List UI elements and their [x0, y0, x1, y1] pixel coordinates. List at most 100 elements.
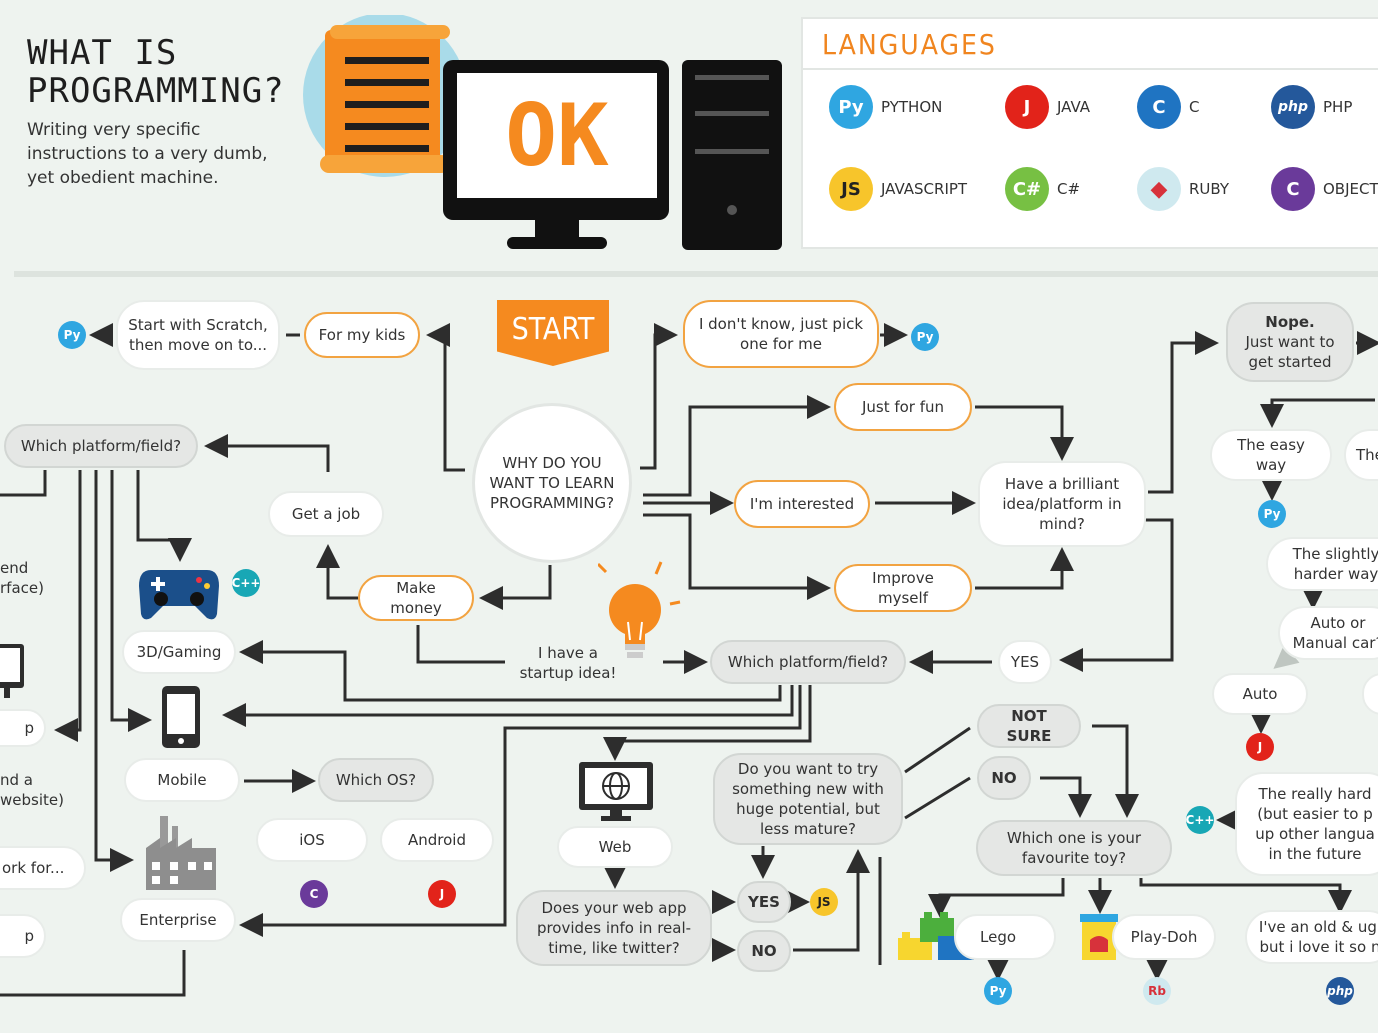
desktop-monitor-icon — [0, 644, 24, 698]
node-playdoh: Play-Doh — [1112, 914, 1216, 960]
node-yes-right: YES — [998, 640, 1052, 684]
language-ruby: ◆ RUBY — [1137, 167, 1229, 211]
scroll-roll-bottom — [320, 155, 450, 173]
node-p-cut: p — [0, 709, 46, 747]
factory-icon — [146, 816, 216, 890]
node-which-os: Which OS? — [318, 758, 434, 802]
node-start-with-scratch: Start with Scratch, then move on to... — [116, 300, 280, 370]
page-subtitle: Writing very specific instructions to a … — [27, 120, 268, 188]
playdoh-icon — [1080, 914, 1118, 960]
smartphone-icon — [162, 686, 200, 748]
title-line-1: WHAT IS — [27, 33, 178, 73]
c-icon: C — [1137, 85, 1181, 129]
python-icon: Py — [911, 323, 939, 351]
node-old-ugly: I've an old & ugl but i love it so n — [1245, 910, 1378, 964]
node-no-web: NO — [737, 930, 791, 972]
node-nope: Nope. Just want to get started — [1226, 302, 1354, 382]
node-p-cut-2: p — [0, 914, 46, 958]
language-csharp: C# C# — [1005, 167, 1080, 211]
php-icon: php — [1326, 977, 1354, 1005]
php-icon: php — [1271, 85, 1315, 129]
python-icon: Py — [829, 85, 873, 129]
node-which-platform-mid: Which platform/field? — [710, 640, 906, 684]
objective-c-icon: C — [1271, 167, 1315, 211]
language-label: JAVASCRIPT — [881, 180, 968, 198]
scroll-text-lines — [345, 57, 429, 152]
cpp-icon: C++ — [1186, 806, 1214, 834]
node-mobile: Mobile — [124, 758, 240, 802]
java-icon: J — [1005, 85, 1049, 129]
node-3d-gaming: 3D/Gaming — [122, 630, 236, 674]
lightbulb-icon — [598, 561, 681, 658]
language-c: C C — [1137, 85, 1199, 129]
monitor-ok-text: OK — [505, 86, 609, 186]
language-label: C# — [1057, 180, 1081, 198]
monitor-neck — [535, 220, 579, 240]
language-objective-c: C OBJECTI — [1271, 167, 1378, 211]
node-no-right: NO — [977, 756, 1031, 800]
center-question-node: WHY DO YOU WANT TO LEARN PROGRAMMING? — [472, 403, 632, 563]
c-icon: C — [300, 880, 328, 908]
language-label: OBJECTI — [1323, 180, 1378, 198]
start-banner: START — [497, 300, 609, 366]
node-web: Web — [557, 826, 673, 868]
ruby-icon: Rb — [1143, 977, 1171, 1005]
title-line-2: PROGRAMMING? — [27, 71, 285, 111]
javascript-icon: JS — [829, 167, 873, 211]
web-monitor-icon — [579, 762, 653, 821]
language-label: PYTHON — [881, 98, 943, 116]
node-just-for-fun: Just for fun — [834, 383, 972, 431]
node-the-cut: The — [1344, 429, 1378, 481]
node-for-my-kids: For my kids — [304, 312, 420, 358]
label-end-website: nd a website) — [0, 771, 64, 809]
language-label: JAVA — [1057, 98, 1091, 116]
cpp-icon: C++ — [232, 569, 260, 597]
node-make-money: Make money — [358, 575, 474, 621]
language-label: PHP — [1323, 98, 1353, 116]
python-icon: Py — [984, 977, 1012, 1005]
node-brilliant-idea: Have a brilliant idea/platform in mind? — [978, 461, 1146, 547]
node-auto: Auto — [1212, 673, 1308, 715]
languages-panel — [801, 17, 1378, 249]
computer-illustration: OK — [303, 15, 782, 250]
pc-tower — [682, 60, 782, 250]
start-label: START — [511, 311, 595, 347]
language-label: C — [1189, 98, 1200, 116]
node-realtime: Does your web app provides info in real-… — [516, 890, 712, 966]
languages-title: LANGUAGES — [822, 28, 997, 61]
node-im-interested: I'm interested — [734, 480, 870, 528]
languages-divider — [803, 68, 1378, 70]
node-auto-or-manual: Auto or Manual car? — [1278, 606, 1378, 660]
node-ios: iOS — [256, 818, 368, 862]
node-nope-title: Nope. — [1265, 313, 1315, 331]
node-lego: Lego — [954, 914, 1056, 960]
javascript-icon: JS — [810, 888, 838, 916]
ruby-icon: ◆ — [1137, 167, 1181, 211]
java-icon: J — [428, 880, 456, 908]
label-startup-idea: I have a startup idea! — [519, 644, 617, 682]
label-end-interface: end rface) — [0, 559, 44, 597]
csharp-icon: C# — [1005, 167, 1049, 211]
node-slightly-harder: The slightly harder way — [1266, 537, 1378, 591]
monitor-stand — [507, 237, 607, 249]
python-icon: Py — [58, 321, 86, 349]
language-javascript: JS JAVASCRIPT — [829, 167, 967, 211]
node-not-sure: NOT SURE — [977, 704, 1081, 748]
node-nope-sub: Just want to get started — [1245, 333, 1335, 371]
node-work-for: ork for... — [0, 846, 86, 890]
scroll-roll-top — [330, 25, 450, 39]
section-divider — [14, 271, 1378, 277]
language-java: J JAVA — [1005, 85, 1090, 129]
monitor-screen — [457, 73, 657, 198]
node-something-new: Do you want to try something new with hu… — [713, 753, 903, 845]
node-yes-web: YES — [737, 881, 791, 923]
node-which-platform-left: Which platform/field? — [4, 424, 198, 468]
node-enterprise: Enterprise — [120, 898, 236, 942]
language-php: php PHP — [1271, 85, 1352, 129]
java-icon: J — [1246, 733, 1274, 761]
node-dont-know: I don't know, just pick one for me — [683, 300, 879, 368]
node-easy-way: The easy way — [1210, 429, 1332, 481]
node-improve-myself: Improve myself — [834, 564, 972, 612]
